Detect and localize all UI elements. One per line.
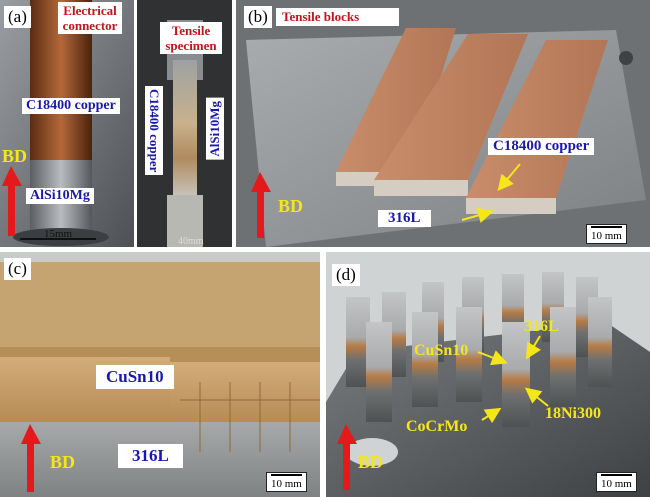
panel-c-cusn10-label: CuSn10 bbox=[96, 365, 174, 389]
panel-b-illustration bbox=[236, 0, 650, 247]
arrow-d-18ni300 bbox=[524, 387, 549, 407]
panel-d-photo bbox=[326, 252, 650, 497]
tensile-specimen-label: Tensile specimen bbox=[160, 22, 222, 54]
arrow-d-316l bbox=[525, 335, 542, 360]
panel-c-scale-line bbox=[271, 474, 302, 476]
tensile-blocks-label: Tensile blocks bbox=[276, 8, 400, 26]
panel-a-bd-label: BD bbox=[2, 146, 28, 166]
panel-a-photo bbox=[0, 0, 134, 247]
panel-a-alsi-label: AlSi10Mg bbox=[26, 188, 94, 204]
panel-d-18ni300-label: 18Ni300 bbox=[545, 405, 601, 422]
bd-arrow-d bbox=[337, 424, 357, 490]
panel-d-tag: (d) bbox=[332, 264, 360, 286]
panel-b-c18400-label: C18400 copper bbox=[488, 138, 595, 155]
panel-b-scale-bar: 10 mm bbox=[586, 224, 627, 244]
panel-a-tag: (a) bbox=[4, 6, 31, 28]
panel-c-bd-label: BD bbox=[50, 452, 76, 472]
panel-b-scale-label: 10 mm bbox=[591, 230, 622, 242]
panel-a-c18400-label: C18400 copper bbox=[22, 98, 120, 114]
panel-b-tag: (b) bbox=[244, 6, 272, 28]
panel-b-316l-label: 316L bbox=[378, 210, 431, 227]
electrical-connector-label: Electrical connector bbox=[58, 2, 122, 34]
panel-b-bd-label: BD bbox=[278, 196, 304, 216]
panel-c-scale-label: 10 mm bbox=[271, 478, 302, 490]
arrow-d-cusn10 bbox=[477, 350, 508, 366]
panel-a-scale-label: 15mm bbox=[44, 228, 73, 240]
vertical-c18400-label: C18400 copper bbox=[145, 86, 163, 176]
panel-c-scale-bar: 10 mm bbox=[266, 472, 307, 492]
panel-c-316l-label: 316L bbox=[118, 444, 183, 468]
panel-a-scale2-label: 40mm bbox=[178, 236, 204, 247]
panel-d-scale-label: 10 mm bbox=[601, 478, 632, 490]
panel-d-scale-bar: 10 mm bbox=[596, 472, 637, 492]
bd-arrow-c bbox=[21, 424, 41, 492]
panel-d-cusn10-label: CuSn10 bbox=[414, 342, 469, 359]
panel-d-bd-label: BD bbox=[358, 452, 384, 472]
arrow-b-316l bbox=[461, 207, 494, 223]
panel-d-cocrmo-label: CoCrMo bbox=[406, 418, 468, 435]
panel-d-316l-label: 316L bbox=[524, 318, 559, 335]
panel-b-photo bbox=[236, 0, 650, 247]
panel-d-scale-line bbox=[601, 474, 632, 476]
panel-a-illustration bbox=[0, 0, 134, 247]
panel-c-tag: (c) bbox=[4, 258, 31, 280]
arrow-d-cocrmo bbox=[481, 407, 502, 424]
bd-arrow-b bbox=[251, 172, 271, 238]
panel-b-scale-line bbox=[591, 226, 622, 228]
bd-arrow-a bbox=[2, 166, 22, 236]
arrow-b-c18400 bbox=[497, 163, 521, 192]
